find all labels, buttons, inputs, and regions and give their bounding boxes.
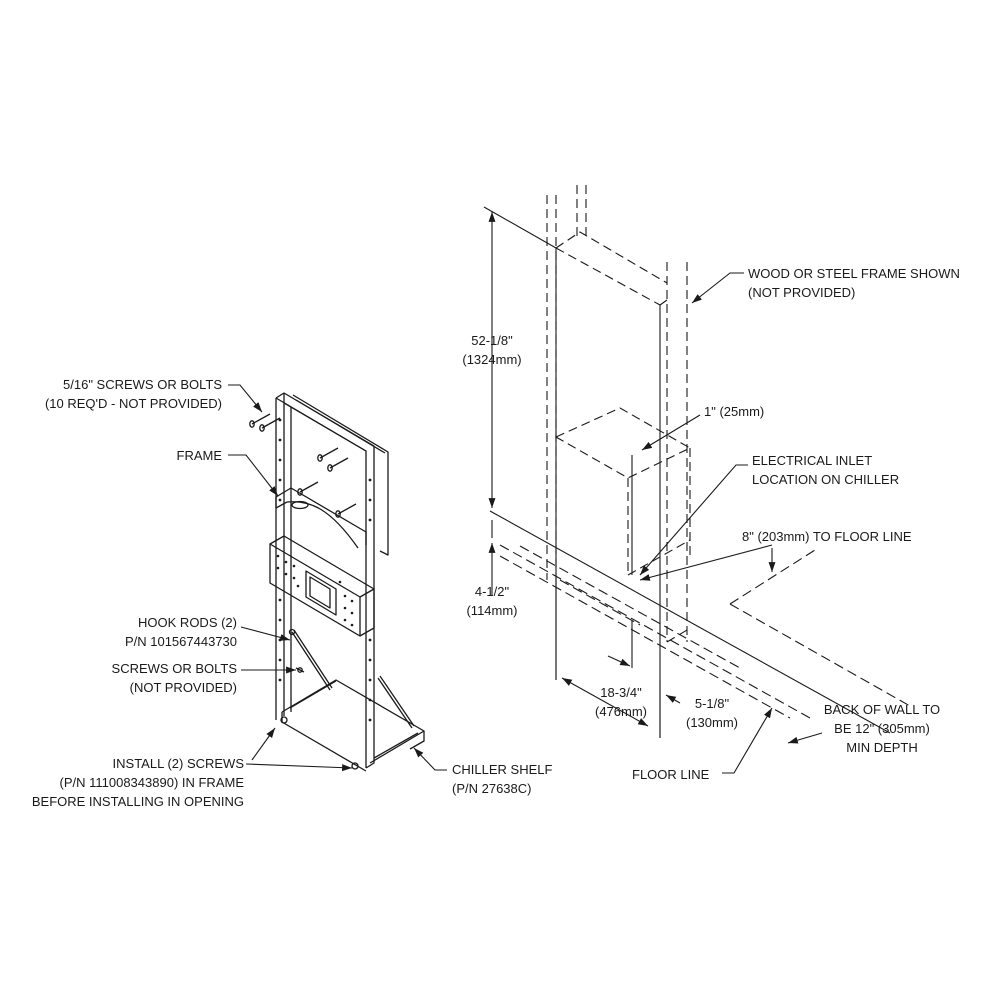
top-bolts	[249, 413, 357, 518]
floor-line-solid	[489, 510, 891, 734]
label-depth-5: 5-1/8" (130mm)	[685, 696, 738, 730]
top-bracket	[275, 487, 367, 549]
floor-line-leader	[722, 707, 773, 774]
left-leaders	[228, 384, 447, 772]
wood-frame-leader	[691, 272, 744, 304]
label-electrical-inlet: ELECTRICAL INLET LOCATION ON CHILLER	[752, 453, 900, 487]
label-screws-bolts-mid: SCREWS OR BOLTS (NOT PROVIDED)	[111, 661, 237, 695]
electrical-inlet-leader	[639, 464, 748, 576]
back-studs	[546, 185, 587, 580]
label-eight-inch: 8" (203mm) TO FLOOR LINE	[742, 529, 912, 544]
chiller-box	[554, 407, 692, 576]
dim-height	[483, 206, 557, 508]
opening-depth	[555, 231, 688, 643]
frame-assembly	[249, 392, 425, 772]
label-floor-line: FLOOR LINE	[632, 767, 710, 782]
label-wood-steel-frame: WOOD OR STEEL FRAME SHOWN (NOT PROVIDED)	[748, 266, 960, 300]
mounting-plate	[269, 535, 375, 637]
label-hook-rods: HOOK RODS (2) P/N 101567443730	[124, 615, 237, 649]
opening-front	[555, 248, 661, 738]
label-width-18: 18-3/4" (476mm)	[594, 685, 647, 719]
mounting-plate-holes	[276, 554, 354, 627]
hook-rods	[288, 628, 415, 729]
frame-outline	[275, 392, 375, 769]
wall-opening	[483, 185, 911, 774]
side-bolt	[295, 667, 305, 673]
floor-lines	[499, 544, 911, 719]
label-install-screws: INSTALL (2) SCREWS (P/N 111008343890) IN…	[31, 756, 244, 809]
label-chiller-shelf: CHILLER SHELF (P/N 27638C)	[452, 762, 553, 796]
label-back-of-wall: BACK OF WALL TO BE 12" (305mm) MIN DEPTH	[823, 702, 941, 755]
label-height-52: 52-1/8" (1324mm)	[462, 333, 522, 367]
label-frame: FRAME	[176, 448, 223, 463]
dim-one-inch	[631, 414, 701, 575]
dim-width	[555, 580, 681, 738]
bottom-screws	[280, 716, 359, 770]
back-wall-leader	[787, 732, 823, 744]
label-one-inch: 1" (25mm)	[704, 404, 765, 419]
label-screws-bolts-top: 5/16" SCREWS OR BOLTS (10 REQ'D - NOT PR…	[44, 377, 222, 411]
left-rail-holes	[278, 418, 372, 722]
label-four-half: 4-1/2" (114mm)	[466, 584, 518, 618]
chiller-shelf-shape	[281, 679, 425, 772]
eight-inch-leader	[639, 544, 773, 581]
